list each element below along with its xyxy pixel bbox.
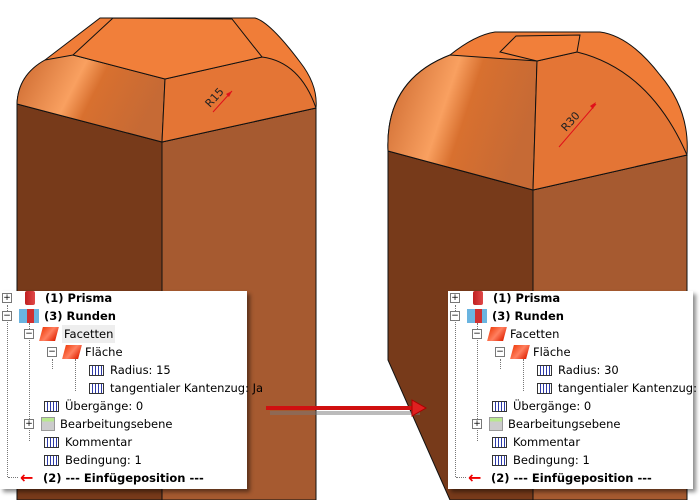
tree-item-flaeche[interactable]: − Fläche xyxy=(47,343,123,361)
tree-item-label: (1) Prisma xyxy=(493,291,561,305)
tree-item-prisma[interactable]: + (1) Prisma xyxy=(450,289,560,307)
tree-item-label: tangentialer Kantenzug: Ja xyxy=(110,381,264,395)
expand-icon[interactable]: + xyxy=(2,293,12,303)
collapse-icon[interactable]: − xyxy=(495,347,505,357)
face-icon xyxy=(510,345,530,359)
expand-icon[interactable]: + xyxy=(472,419,482,429)
tree-item-bearbeitungsebene[interactable]: + Bearbeitungsebene xyxy=(24,415,173,433)
parameter-icon xyxy=(492,400,507,412)
tree-item-label: Fläche xyxy=(533,345,571,359)
tree-item-radius[interactable]: Radius: 30 xyxy=(537,361,619,379)
parameter-icon xyxy=(89,382,104,394)
tree-item-facetten[interactable]: − Facetten xyxy=(24,325,116,343)
tree-item-label: Kommentar xyxy=(513,435,581,449)
parameter-icon xyxy=(44,436,59,448)
tree-item-label: Übergänge: 0 xyxy=(65,399,144,413)
feature-tree-left: +(1) Prisma −(3) Runden −Facetten −Fläch… xyxy=(0,289,263,489)
tree-item-flaeche[interactable]: − Fläche xyxy=(495,343,571,361)
tree-item-label: Bedingung: 1 xyxy=(65,453,142,467)
tree-item-label: Kommentar xyxy=(65,435,133,449)
face-icon xyxy=(62,345,82,359)
tree-item-prisma[interactable]: + (1) Prisma xyxy=(2,289,112,307)
insert-position-arrow-icon: ← xyxy=(20,468,34,487)
tree-item-tangential[interactable]: tangentialer Kantenzug: Ja xyxy=(537,379,700,397)
tree-item-bedingung[interactable]: Bedingung: 1 xyxy=(44,451,142,469)
tree-item-label: (2) --- Einfügeposition --- xyxy=(43,471,204,485)
tree-item-label: Bedingung: 1 xyxy=(513,453,590,467)
collapse-icon[interactable]: − xyxy=(2,311,12,321)
parameter-icon xyxy=(44,454,59,466)
tree-item-tangential[interactable]: tangentialer Kantenzug: Ja xyxy=(89,379,263,397)
tree-item-uebergaenge[interactable]: Übergänge: 0 xyxy=(492,397,591,415)
parameter-icon xyxy=(492,436,507,448)
plane-icon xyxy=(489,417,503,431)
tree-item-label: Facetten xyxy=(510,327,560,341)
collapse-icon[interactable]: − xyxy=(450,311,460,321)
tree-item-facetten[interactable]: − Facetten xyxy=(472,325,559,343)
tree-item-label: (3) Runden xyxy=(492,309,564,323)
fillet-feature-icon xyxy=(19,309,39,323)
tree-item-runden[interactable]: − (3) Runden xyxy=(450,307,564,325)
transition-arrow-icon xyxy=(266,399,428,417)
prism-icon xyxy=(473,291,483,305)
feature-tree-right: +(1) Prisma −(3) Runden −Facetten −Fläch… xyxy=(448,289,700,489)
tree-item-label: Radius: 30 xyxy=(558,363,619,377)
face-icon xyxy=(487,327,507,341)
tree-item-bearbeitungsebene[interactable]: + Bearbeitungsebene xyxy=(472,415,621,433)
prism-icon xyxy=(25,291,35,305)
tree-item-uebergaenge[interactable]: Übergänge: 0 xyxy=(44,397,143,415)
face-icon xyxy=(39,327,59,341)
tree-item-kommentar[interactable]: Kommentar xyxy=(492,433,580,451)
tree-item-label: tangentialer Kantenzug: Ja xyxy=(558,381,700,395)
parameter-icon xyxy=(89,364,104,376)
expand-icon[interactable]: + xyxy=(24,419,34,429)
parameter-icon xyxy=(537,364,552,376)
parameter-icon xyxy=(44,400,59,412)
collapse-icon[interactable]: − xyxy=(24,329,34,339)
collapse-icon[interactable]: − xyxy=(472,329,482,339)
expand-icon[interactable]: + xyxy=(450,293,460,303)
fillet-feature-icon xyxy=(467,309,487,323)
parameter-icon xyxy=(537,382,552,394)
tree-item-label: (1) Prisma xyxy=(45,291,113,305)
insert-position-arrow-icon: ← xyxy=(468,468,482,487)
tree-item-label: (3) Runden xyxy=(44,309,116,323)
tree-item-label: Radius: 15 xyxy=(110,363,171,377)
tree-item-einfuegeposition[interactable]: ← (2) --- Einfügeposition --- xyxy=(20,469,204,487)
tree-item-label: Bearbeitungsebene xyxy=(60,417,173,431)
tree-item-radius[interactable]: Radius: 15 xyxy=(89,361,171,379)
parameter-icon xyxy=(492,454,507,466)
tree-item-label: (2) --- Einfügeposition --- xyxy=(491,471,652,485)
tree-item-einfuegeposition[interactable]: ← (2) --- Einfügeposition --- xyxy=(468,469,652,487)
tree-item-label: Fläche xyxy=(85,345,123,359)
tree-item-runden[interactable]: − (3) Runden xyxy=(2,307,116,325)
tree-item-bedingung[interactable]: Bedingung: 1 xyxy=(492,451,590,469)
plane-icon xyxy=(41,417,55,431)
tree-item-label: Bearbeitungsebene xyxy=(508,417,621,431)
tree-item-kommentar[interactable]: Kommentar xyxy=(44,433,132,451)
tree-item-label: Facetten xyxy=(62,325,116,343)
collapse-icon[interactable]: − xyxy=(47,347,57,357)
tree-item-label: Übergänge: 0 xyxy=(513,399,592,413)
